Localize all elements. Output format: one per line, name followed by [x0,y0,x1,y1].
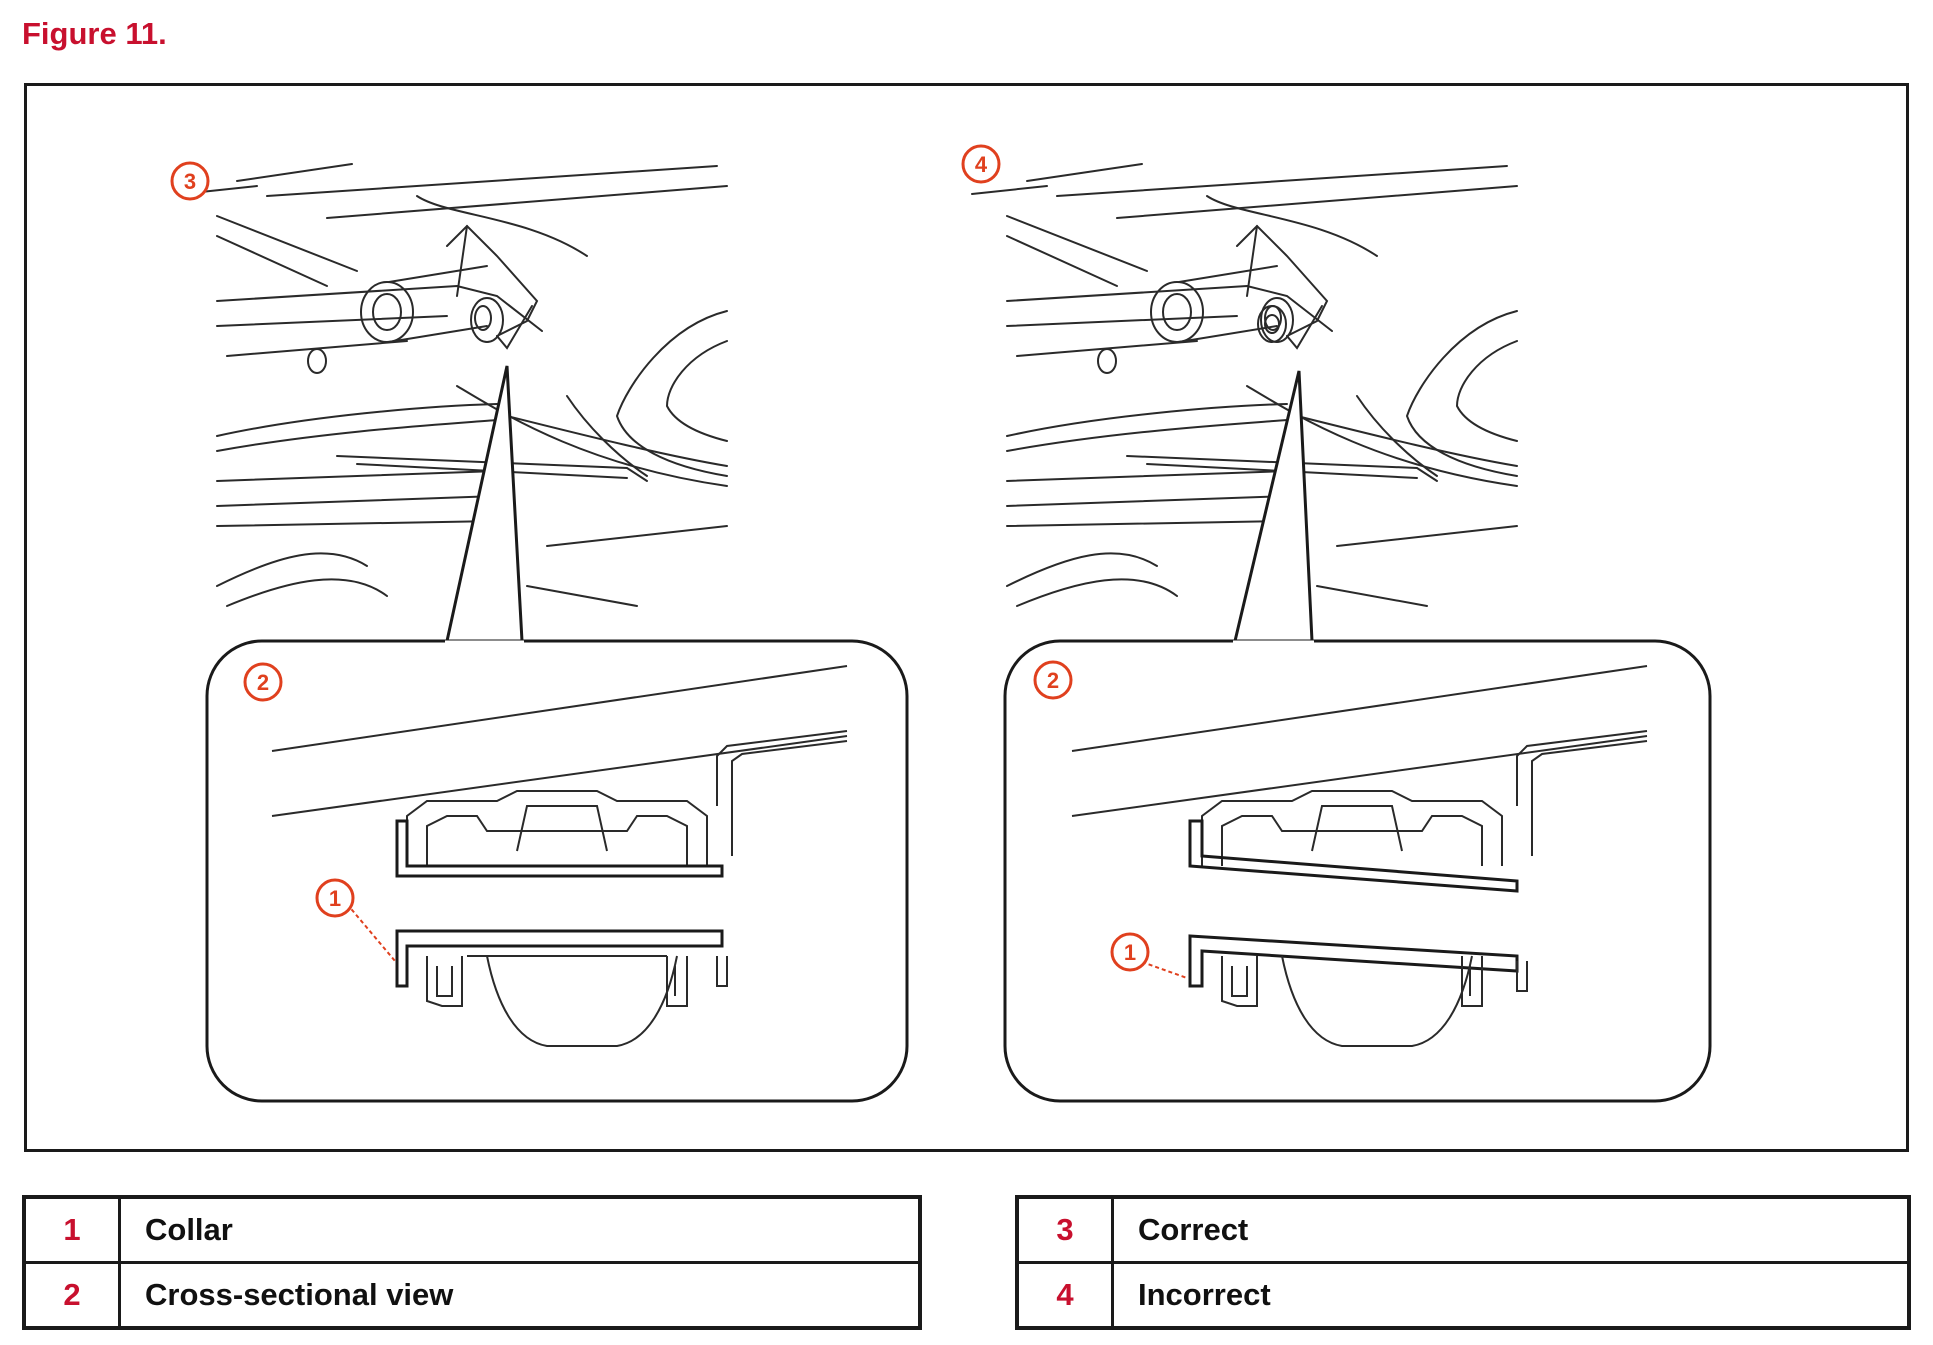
svg-text:1: 1 [1124,940,1136,965]
legend-number: 2 [22,1261,121,1330]
svg-text:2: 2 [1047,668,1059,693]
svg-text:4: 4 [975,152,988,177]
legend-row: 2 Cross-sectional view [22,1261,922,1330]
incorrect-panel: 1 2 4 [961,144,1712,1103]
legend-table-left: 1 Collar 2 Cross-sectional view [22,1195,922,1330]
svg-text:1: 1 [329,886,341,911]
illustration-svg: 1 2 3 [170,144,1712,1103]
legend-number: 3 [1015,1195,1114,1264]
correct-panel: 1 2 3 [170,161,909,1103]
callout-cross-section-right: 2 [1033,660,1073,700]
figure-title: Figure 11. [22,16,167,51]
svg-text:2: 2 [257,670,269,695]
callout-collar-right: 1 [1110,932,1150,972]
legend-row: 4 Incorrect [1015,1261,1911,1330]
svg-text:3: 3 [184,169,196,194]
legend-description: Collar [118,1195,922,1264]
callout-incorrect: 4 [961,144,1001,184]
illustration-frame: 1 2 3 [24,83,1909,1152]
legend-number: 4 [1015,1261,1114,1330]
legend-row: 3 Correct [1015,1195,1911,1264]
callout-collar-left: 1 [315,878,355,918]
legend-description: Cross-sectional view [118,1261,922,1330]
legend-table-right: 3 Correct 4 Incorrect [1015,1195,1911,1330]
legend-row: 1 Collar [22,1195,922,1264]
legend-description: Incorrect [1111,1261,1911,1330]
legend-number: 1 [22,1195,121,1264]
callout-correct: 3 [170,161,210,201]
callout-cross-section-left: 2 [243,662,283,702]
legend-description: Correct [1111,1195,1911,1264]
